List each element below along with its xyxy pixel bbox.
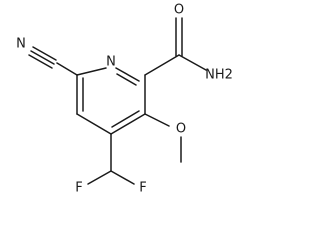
bond-cf2h-f-left: [87, 170, 112, 185]
bond-ring-c3-c4-double: [111, 110, 140, 128]
carbonyl-oxygen-label: O: [174, 3, 184, 18]
bond-c3-methoxy-o: [144, 113, 170, 127]
ring-nitrogen-label: N: [106, 55, 116, 70]
bond-ring-c6-n: [76, 67, 107, 76]
bond-carbonyl-c-n: [178, 54, 207, 71]
bond-layer: [28, 17, 207, 185]
bond-cf2h-f-right: [110, 170, 135, 185]
nitrile-nitrogen-label: N: [16, 37, 26, 52]
bond-nitrile-triple-c: [28, 54, 53, 69]
bond-ring-c4-c5: [76, 113, 112, 135]
bond-ring-c3-c4: [110, 113, 146, 135]
bond-c6-nitrile-c: [56, 62, 78, 76]
bond-c2-carbonyl-c: [144, 54, 180, 76]
fluorine-right-label: F: [139, 181, 146, 196]
amide-nitrogen-label: NH2: [205, 68, 233, 83]
molecule-structure-diagram: N O NH2 N O F F: [16, 3, 233, 196]
fluorine-left-label: F: [75, 181, 82, 196]
bond-nitrile-triple-a: [32, 46, 57, 61]
methoxy-oxygen-label: O: [176, 122, 186, 137]
bond-ring-n-c2: [115, 67, 140, 82]
bond-ring-n-c2-double: [116, 73, 137, 86]
bond-nitrile-triple-b: [30, 50, 55, 65]
atom-label-layer: N O NH2 N O F F: [16, 3, 233, 196]
